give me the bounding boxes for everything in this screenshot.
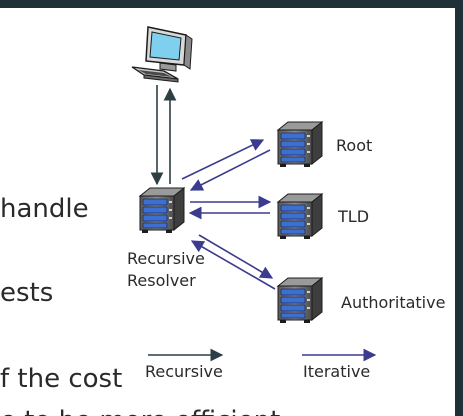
arrow-authoritative-to-resolver	[190, 240, 276, 290]
root-label: Root	[336, 136, 373, 155]
root-server-icon	[277, 121, 323, 168]
tld-server-icon	[277, 193, 323, 240]
resolver-label-line-1: Recursive	[127, 249, 205, 268]
slide: handle ests f the cost e to be more effi…	[0, 8, 455, 416]
legend-iterative-label: Iterative	[303, 362, 371, 381]
frame-right-strip	[455, 0, 463, 416]
slide-text-line-3: f the cost	[0, 364, 123, 394]
resolver-label-line-2: Resolver	[127, 271, 196, 290]
authoritative-server-icon	[277, 277, 323, 324]
tld-label: TLD	[338, 207, 370, 226]
slide-text-line-4: e to be more efficient	[0, 406, 280, 416]
dns-resolution-diagram	[131, 26, 377, 362]
client-computer-icon	[131, 26, 193, 83]
slide-text-line-1: handle	[0, 194, 89, 224]
slide-text-line-2: ests	[0, 278, 54, 308]
authoritative-label: Authoritative	[341, 293, 446, 312]
recursive-resolver-server-icon	[139, 187, 185, 234]
legend-recursive-label: Recursive	[145, 362, 223, 381]
arrow-resolver-to-authoritative	[198, 234, 274, 279]
arrow-resolver-to-root	[181, 139, 265, 180]
arrow-root-to-resolver	[189, 149, 271, 191]
